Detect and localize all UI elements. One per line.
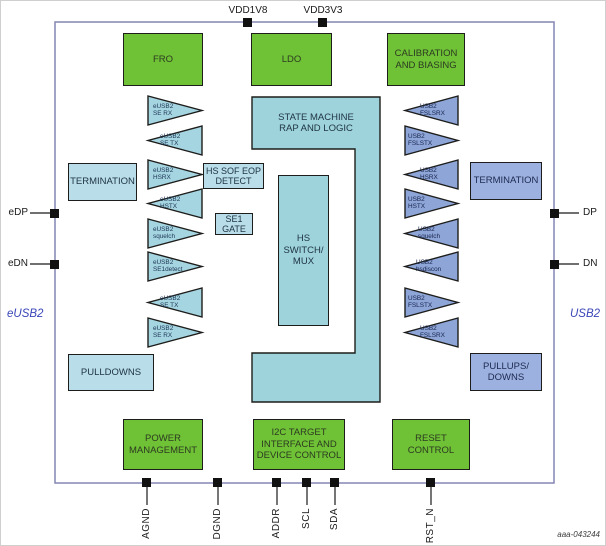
- eusb2-hstx-triangle: [145, 188, 203, 219]
- ldo-block: LDO: [251, 33, 332, 86]
- pullups-downs-block: PULLUPS/ DOWNS: [470, 353, 542, 391]
- calibration-biasing-block: CALIBRATION AND BIASING: [387, 33, 465, 86]
- pin-dp: [550, 209, 559, 218]
- termination-right-block: TERMINATION: [470, 162, 542, 200]
- agnd-pin-label: AGND: [141, 508, 152, 539]
- eusb2-se1detect-triangle: [147, 251, 205, 282]
- pin-sda: [330, 478, 339, 487]
- state-machine-label: STATE MACHINE RAP AND LOGIC: [278, 111, 354, 135]
- usb2-hstx-triangle: [404, 188, 461, 219]
- state-machine-region-shape: [251, 96, 381, 403]
- dp-pin-label: DP: [583, 207, 597, 218]
- pulldowns-block: PULLDOWNS: [68, 354, 154, 391]
- scl-pin-label: SCL: [301, 508, 312, 529]
- pin-rst-n: [426, 478, 435, 487]
- edp-pin-label: eDP: [8, 207, 28, 218]
- i2c-target-block: I2C TARGET INTERFACE AND DEVICE CONTROL: [253, 419, 345, 470]
- usb2-fslsrx-triangle: [402, 95, 459, 126]
- pin-agnd: [142, 478, 151, 487]
- hs-sof-eop-detect-block: HS SOF EOP DETECT: [203, 163, 264, 189]
- power-management-block: POWER MANAGEMENT: [123, 419, 203, 470]
- sda-pin-label: SDA: [329, 508, 340, 531]
- usb2-squelch-triangle: [402, 218, 459, 249]
- eusb2-side-label: eUSB2: [7, 308, 44, 320]
- se1-gate-block: SE1 GATE: [215, 213, 253, 235]
- dn-pin-label: DN: [583, 258, 598, 269]
- pin-dgnd: [213, 478, 222, 487]
- usb2-fslsrx2-triangle: [402, 317, 459, 348]
- vdd3v3-pin-label: VDD3V3: [303, 5, 343, 16]
- eusb2-hsrx-triangle: [147, 159, 205, 190]
- pin-edp: [50, 209, 59, 218]
- pin-squares: [50, 18, 559, 487]
- vdd1v8-pin-label: VDD1V8: [228, 5, 268, 16]
- usb2-fslstx2-triangle: [404, 287, 461, 318]
- usb2-hsdiscon-triangle: [402, 251, 459, 282]
- pin-edn: [50, 260, 59, 269]
- usb2-fslstx-triangle: [404, 125, 461, 156]
- termination-left-block: TERMINATION: [68, 163, 137, 201]
- eusb2-se-rx-triangle: [147, 95, 205, 126]
- hs-switch-mux-block: HS SWITCH/ MUX: [278, 175, 329, 326]
- eusb2-se-tx-triangle: [145, 125, 203, 156]
- usb2-buffer-triangles: [402, 95, 461, 348]
- pin-vdd1v8: [243, 18, 252, 27]
- eusb2-se-rx2-triangle: [147, 317, 205, 348]
- addr-pin-label: ADDR: [271, 508, 282, 539]
- figure-id: aaa-043244: [557, 530, 600, 539]
- edn-pin-label: eDN: [7, 258, 28, 269]
- reset-control-block: RESET CONTROL: [392, 419, 470, 470]
- pin-stub-lines: [30, 212, 579, 505]
- usb2-side-label: USB2: [570, 308, 601, 320]
- eusb2-squelch-triangle: [147, 218, 205, 249]
- eusb2-buffer-triangles: [145, 95, 205, 348]
- pin-vdd3v3: [318, 18, 327, 27]
- eusb2-se-tx2-triangle: [145, 287, 203, 318]
- usb2-hsrx-triangle: [402, 159, 459, 190]
- fro-block: FRO: [123, 33, 203, 86]
- dgnd-pin-label: DGND: [212, 508, 223, 540]
- pin-scl: [302, 478, 311, 487]
- rst-n-pin-label: RST_N: [425, 508, 436, 544]
- pin-dn: [550, 260, 559, 269]
- pin-addr: [272, 478, 281, 487]
